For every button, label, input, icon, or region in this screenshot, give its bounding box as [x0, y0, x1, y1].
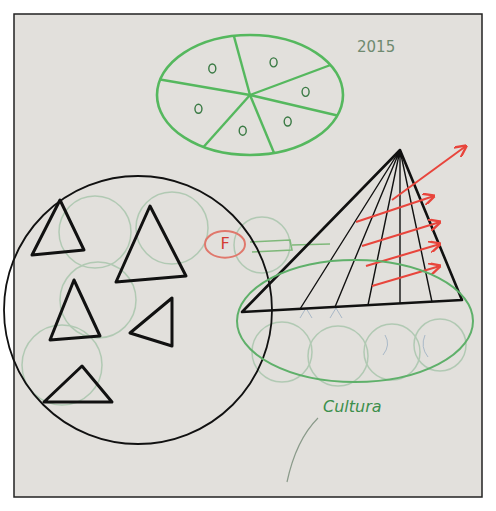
sketch-label: F	[218, 235, 231, 253]
oval-outline	[205, 231, 245, 258]
oval-outline	[237, 260, 473, 382]
pie-marks	[195, 58, 309, 135]
sketch-label: Cultura	[321, 398, 384, 416]
node-outline	[155, 33, 345, 157]
pie-spokes	[160, 36, 337, 153]
pie-outline	[157, 35, 343, 155]
sketch-label: 2015	[355, 39, 397, 56]
red-oval: F	[203, 229, 247, 260]
pie-circle: 2015	[155, 33, 345, 157]
node-outline	[235, 258, 475, 384]
culture-oval: Cultura	[235, 258, 475, 384]
